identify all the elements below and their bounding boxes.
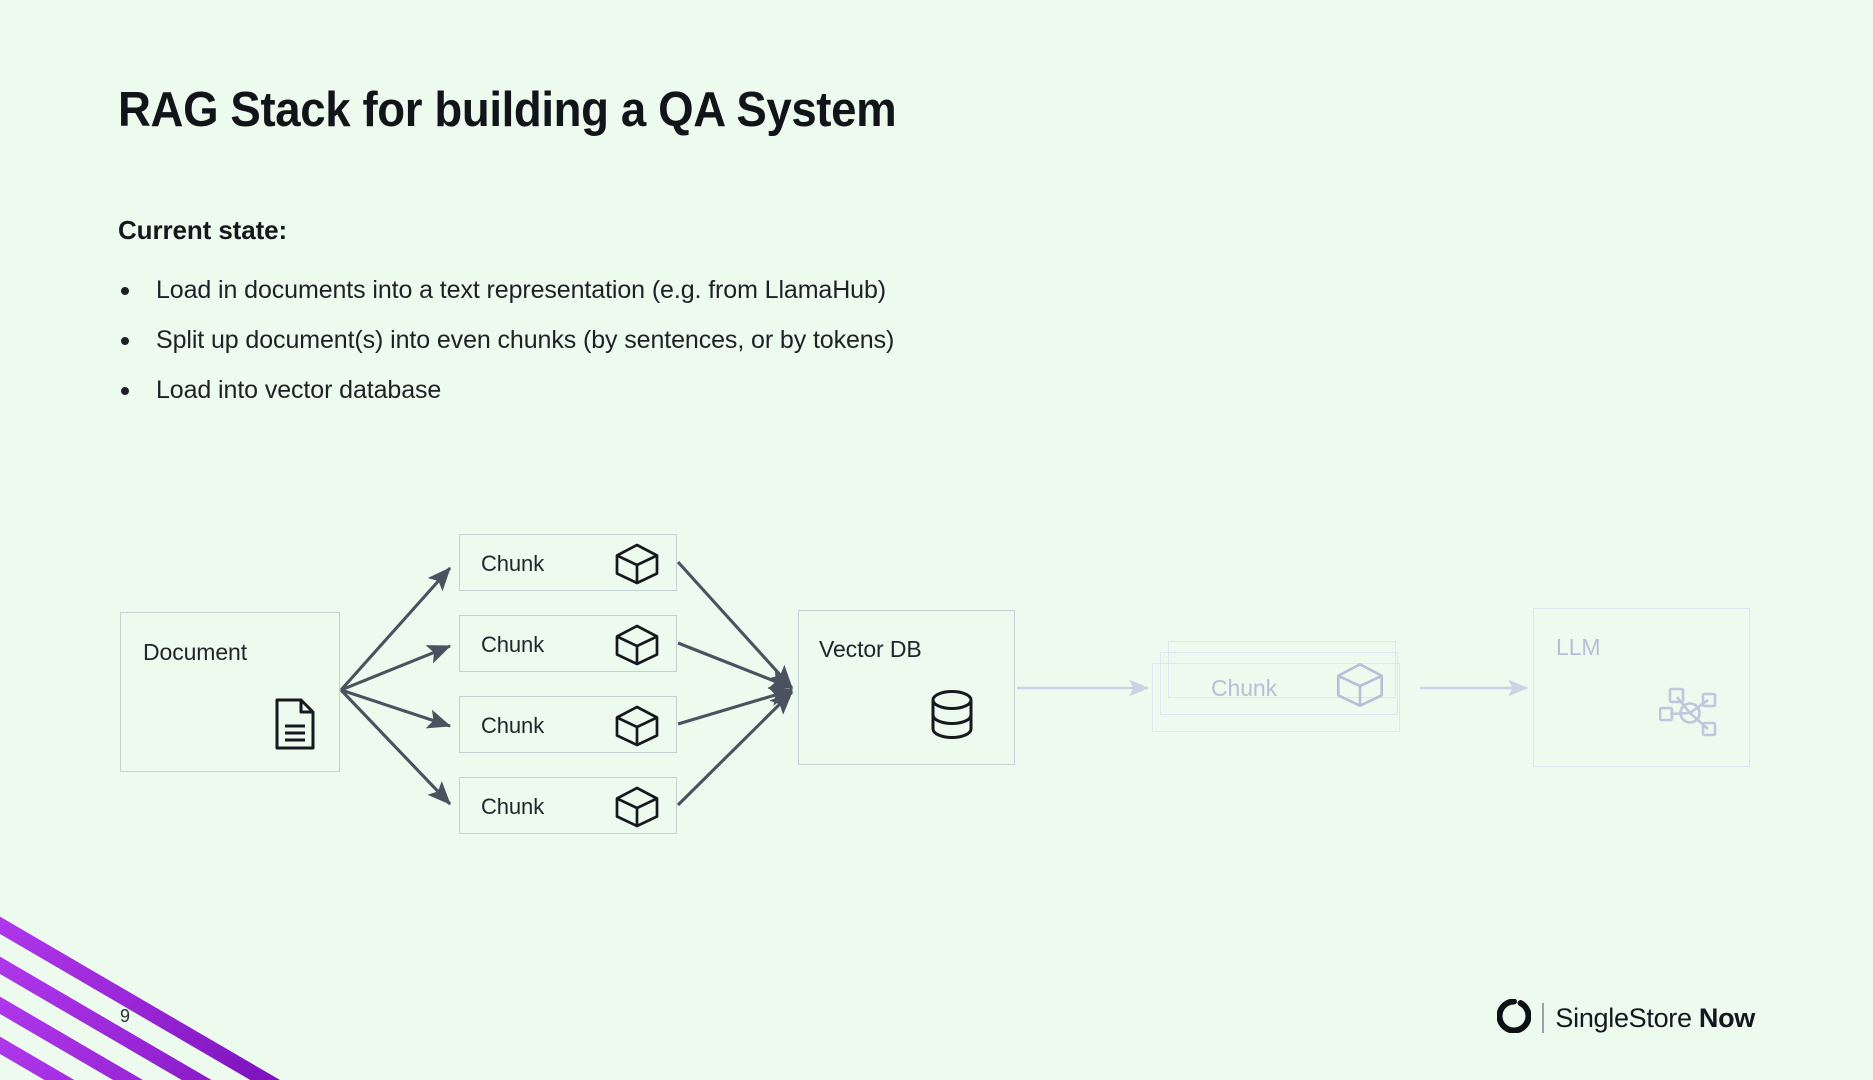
bullet-list: Load in documents into a text representa… [118, 265, 1218, 415]
brand-suffix: Now [1698, 1002, 1755, 1033]
edge-document-to-chunk-2 [340, 644, 452, 692]
bullet-text: Load into vector database [156, 376, 442, 404]
node-chunk-2[interactable]: Chunk [459, 615, 677, 672]
brand-name: SingleStore [1555, 1002, 1699, 1033]
file-document-icon [273, 698, 317, 755]
cube-icon [614, 786, 660, 833]
singlestore-ring-icon [1496, 998, 1532, 1038]
node-vector-db-label: Vector DB [819, 636, 922, 662]
cube-icon [1335, 661, 1385, 714]
edge-chunk-2-to-vectordb [677, 641, 794, 690]
edge-chunk-3-to-vectordb [677, 686, 794, 726]
bullet-item: Load into vector database [118, 365, 1218, 415]
subhead: Current state: [118, 215, 288, 245]
ghost-chunk-box-front [1152, 663, 1400, 732]
bullet-dot-icon [121, 337, 129, 345]
node-retrieved-chunk-label: Chunk [1211, 675, 1277, 701]
node-retrieved-chunk[interactable]: Chunk [1172, 650, 1408, 720]
bullet-item: Load in documents into a text representa… [118, 265, 1218, 315]
purple-stripes-decoration [0, 916, 281, 1080]
cube-icon [614, 705, 660, 752]
edge-document-to-chunk-1 [339, 566, 452, 692]
node-llm[interactable]: LLM [1533, 608, 1750, 767]
database-icon [928, 689, 976, 746]
bullet-text: Split up document(s) into even chunks (b… [156, 326, 895, 354]
ghost-chunk-box-mid [1160, 652, 1398, 715]
edge-document-to-chunk-4 [339, 688, 452, 806]
edge-document-to-chunk-3 [340, 688, 452, 729]
brand-divider [1542, 1003, 1545, 1033]
cube-icon [614, 543, 660, 590]
ghost-chunk-box-back [1168, 641, 1396, 698]
node-chunk-4-label: Chunk [481, 794, 545, 819]
edge-chunk-4-to-vectordb [676, 690, 794, 807]
node-chunk-3-label: Chunk [481, 713, 545, 738]
page-title: RAG Stack for building a QA System [118, 83, 897, 137]
node-chunk-2-label: Chunk [481, 632, 545, 657]
node-chunk-4[interactable]: Chunk [459, 777, 677, 834]
network-graph-icon [1658, 685, 1721, 746]
node-vector-db[interactable]: Vector DB [798, 610, 1015, 765]
node-document[interactable]: Document [120, 612, 340, 772]
page-number: 9 [120, 1006, 131, 1026]
bullet-dot-icon [121, 287, 129, 295]
brand-lockup: SingleStore Now [1496, 998, 1755, 1038]
bullet-text: Load in documents into a text representa… [156, 276, 887, 304]
bullet-item: Split up document(s) into even chunks (b… [118, 315, 1218, 365]
node-chunk-3[interactable]: Chunk [459, 696, 677, 753]
body-content: Current state: Load in documents into a … [118, 215, 1218, 415]
cube-icon [614, 624, 660, 671]
node-chunk-1[interactable]: Chunk [459, 534, 677, 591]
node-llm-label: LLM [1556, 634, 1601, 660]
bullet-dot-icon [121, 387, 129, 395]
edge-chunk-1-to-vectordb [676, 560, 794, 690]
node-chunk-1-label: Chunk [481, 551, 545, 576]
brand-wordmark: SingleStore Now [1555, 1003, 1755, 1034]
node-document-label: Document [143, 639, 248, 665]
